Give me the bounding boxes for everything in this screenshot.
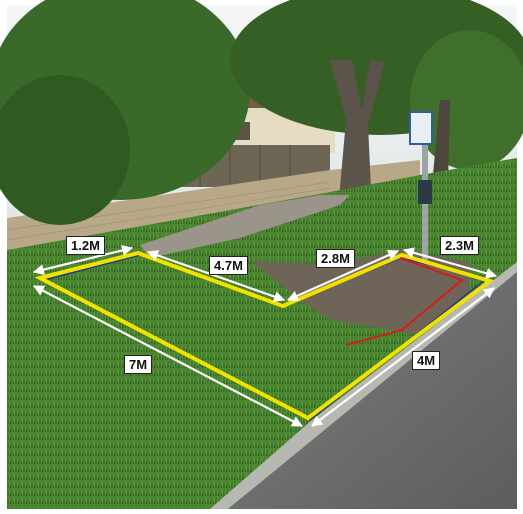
dim-arrow-2-8	[286, 249, 400, 302]
tree-trunk	[330, 60, 385, 210]
plot-outline	[34, 250, 495, 421]
bus-stop-sign	[409, 111, 433, 145]
tree-canopy-left-2	[0, 75, 130, 225]
dim-arrow-4	[311, 287, 495, 427]
brick-wall	[7, 160, 420, 250]
label-7m: 7M	[124, 355, 153, 374]
label-4-7m: 4.7M	[209, 256, 248, 275]
label-4m: 4M	[412, 351, 441, 370]
dim-arrow-7	[33, 285, 303, 427]
footpath	[140, 195, 350, 258]
dim-arrow-1-2	[32, 245, 134, 275]
tree-trunk-right	[432, 100, 450, 185]
dim-arrow-2-3	[402, 247, 498, 279]
label-2-8m: 2.8M	[316, 249, 355, 268]
label-1-2m: 1.2M	[66, 236, 105, 255]
timetable-box	[418, 180, 432, 204]
label-2-3m: 2.3M	[440, 236, 479, 255]
